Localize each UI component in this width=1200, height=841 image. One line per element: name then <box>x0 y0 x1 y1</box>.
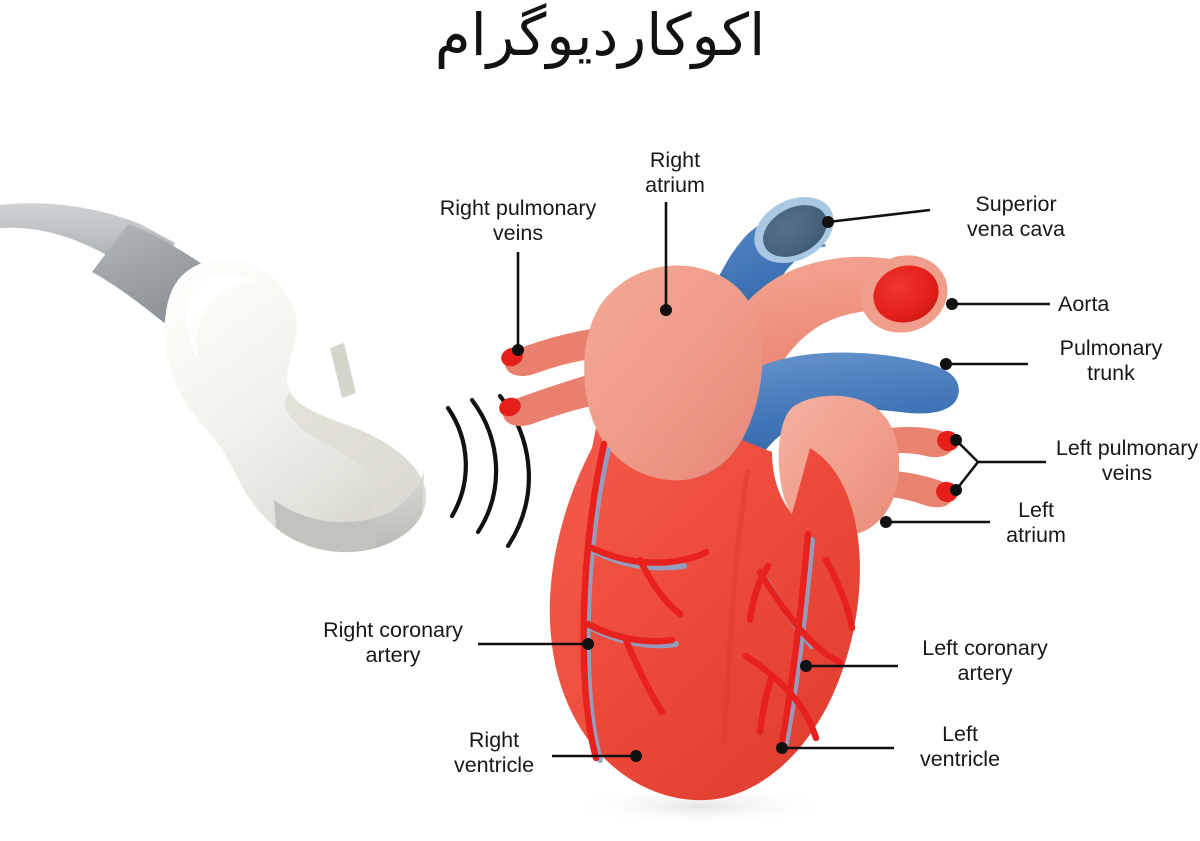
label-right-pulmonary-veins: Right pulmonary veins <box>439 196 597 245</box>
label-pulmonary-trunk: Pulmonary trunk <box>1059 336 1163 385</box>
dot-aorta <box>946 298 958 310</box>
dot-left-atrium <box>880 516 892 528</box>
right-pulmonary-vein-lower-lumen <box>499 397 521 417</box>
label-right-ventricle: Right ventricle <box>453 728 535 777</box>
right-coronary-branch-2 <box>584 620 676 645</box>
probe-footplate-edge <box>274 500 376 552</box>
interventricular-groove <box>721 469 751 743</box>
dot-superior-vena-cava <box>822 216 834 228</box>
label-left-atrium: Left atrium <box>1006 498 1066 547</box>
right-pulmonary-vein-upper <box>504 328 606 376</box>
wave-arc-2 <box>469 397 499 535</box>
dot-left-pulmonary-vein-upper <box>950 434 962 446</box>
label-left-coronary-artery: Left coronary artery <box>922 636 1048 685</box>
probe-marker-stripe <box>330 343 356 398</box>
probe-highlight <box>186 273 256 362</box>
left-coronary-branch-1 <box>756 568 844 666</box>
leader-superior-vena-cava <box>827 208 931 224</box>
page-title: اکوکاردیوگرام <box>434 1 766 69</box>
right-atrium <box>584 265 763 481</box>
dot-left-ventricle <box>776 742 788 754</box>
dot-left-coronary-artery <box>800 660 812 672</box>
right-pulmonary-vein-lower <box>502 372 604 426</box>
label-left-pulmonary-veins: Left pulmonary veins <box>1055 436 1199 485</box>
left-coronary-vein <box>783 537 815 747</box>
left-coronary-branch-2b <box>756 672 776 736</box>
dot-right-pulmonary-veins <box>512 344 524 356</box>
dot-right-coronary-artery <box>582 638 594 650</box>
right-coronary-branch-1b <box>636 556 684 618</box>
leader-lines <box>478 202 1050 758</box>
leader-left-pulmonary-veins <box>955 439 1046 464</box>
right-ventricle-shading <box>549 448 600 750</box>
ultrasound-probe[interactable] <box>0 203 427 553</box>
dot-right-ventricle <box>630 750 642 762</box>
label-right-coronary-artery: Right coronary artery <box>323 618 463 667</box>
right-pulmonary-veins <box>499 328 606 426</box>
superior-vena-cava-lumen <box>763 205 827 257</box>
dot-right-atrium <box>660 304 672 316</box>
left-coronary-artery <box>778 530 812 746</box>
label-aorta: Aorta <box>1058 292 1110 316</box>
left-coronary-branch-1b <box>746 562 772 624</box>
label-left-ventricle: Left ventricle <box>919 722 1001 771</box>
dot-pulmonary-trunk <box>940 358 952 370</box>
ventricles <box>549 428 860 801</box>
right-coronary-branch-2b <box>622 636 666 716</box>
leader-dots <box>512 216 962 762</box>
aorta-lumen <box>873 265 939 323</box>
left-coronary-branch-3 <box>822 556 856 632</box>
heart-body <box>549 265 900 801</box>
left-coronary-branch-2 <box>742 652 820 742</box>
right-coronary-branch-1 <box>588 544 710 566</box>
heart-shadow <box>568 786 832 826</box>
label-right-atrium: Right atrium <box>645 148 705 197</box>
dot-left-pulmonary-vein-lower <box>950 484 962 496</box>
wave-arc-1 <box>445 405 468 519</box>
label-superior-vena-cava: Superior vena cava <box>966 192 1065 241</box>
